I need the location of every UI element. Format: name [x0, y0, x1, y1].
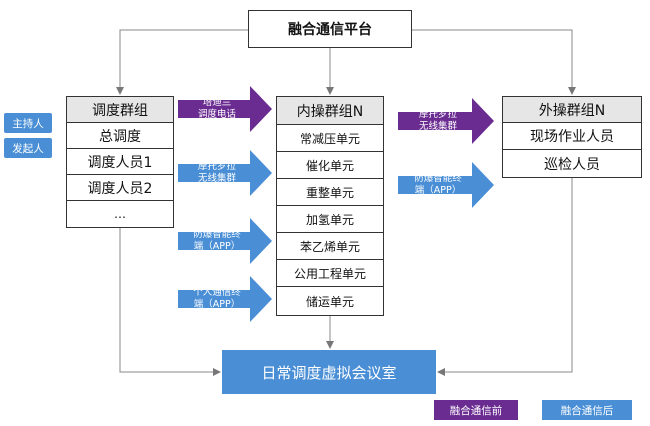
- inner-item-6: 储运单元: [305, 294, 354, 309]
- legend-before: 融合通信前: [434, 400, 518, 420]
- legend-after: 融合通信后: [542, 400, 632, 420]
- dispatch-item-3: …: [114, 207, 126, 221]
- outer-item-1: 巡检人员: [544, 156, 600, 173]
- line-platform-to-left: [116, 29, 248, 95]
- label-explosion-app-left: 防爆智能终 端（APP）: [193, 229, 241, 252]
- label-tetra: 塔迪兰 调度电话: [197, 97, 236, 120]
- line-right-to-meeting: [437, 178, 573, 376]
- outer-group-header: 外操群组N: [503, 97, 641, 123]
- role-host: 主持人: [4, 113, 52, 133]
- arrow-tetra: [178, 86, 272, 132]
- arrow-motorola-left: [178, 150, 272, 196]
- inner-item-1: 催化单元: [277, 152, 383, 179]
- dispatch-item-0: 总调度: [67, 123, 173, 149]
- inner-group-box: 内操群组N 常减压单元 催化单元 重整单元 加氢单元 苯乙烯单元 公用工程单元 …: [276, 96, 384, 316]
- inner-item-3: 加氢单元: [277, 206, 383, 233]
- platform-title: 融合通信平台: [288, 22, 372, 38]
- arrow-motorola-right: [398, 98, 494, 144]
- inner-item-4: 苯乙烯单元: [277, 233, 383, 260]
- platform-box: 融合通信平台: [248, 10, 412, 48]
- line-left-to-meeting: [119, 228, 221, 376]
- dispatch-item-2: 调度人员2: [67, 175, 173, 201]
- dispatch-group-box: 调度群组 总调度 调度人员1 调度人员2 …: [66, 96, 174, 228]
- arrow-explosion-app-right: [398, 162, 494, 208]
- inner-group-header: 内操群组N: [277, 97, 383, 125]
- meeting-room-box: 日常调度虚拟会议室: [222, 350, 436, 394]
- meeting-room-title: 日常调度虚拟会议室: [261, 363, 397, 382]
- outer-group-box: 外操群组N 现场作业人员 巡检人员: [502, 96, 642, 178]
- dispatch-group-header: 调度群组: [67, 97, 173, 123]
- outer-item-0: 现场作业人员: [503, 123, 641, 150]
- label-explosion-app-right: 防爆智能终 端（APP）: [414, 173, 462, 196]
- inner-item-5: 公用工程单元: [277, 260, 383, 287]
- arrow-personal-app: [178, 276, 272, 322]
- label-motorola-left: 摩托罗拉 无线集群: [197, 161, 236, 184]
- dispatch-item-1: 调度人员1: [67, 149, 173, 175]
- role-initiator: 发起人: [4, 138, 52, 158]
- label-personal-app: 个人通信终 端（APP）: [193, 287, 241, 310]
- label-motorola-right: 摩托罗拉 无线集群: [418, 109, 457, 132]
- inner-item-2: 重整单元: [277, 179, 383, 206]
- line-platform-to-right: [412, 29, 576, 95]
- arrow-explosion-app-left: [178, 218, 272, 264]
- inner-item-0: 常减压单元: [277, 125, 383, 152]
